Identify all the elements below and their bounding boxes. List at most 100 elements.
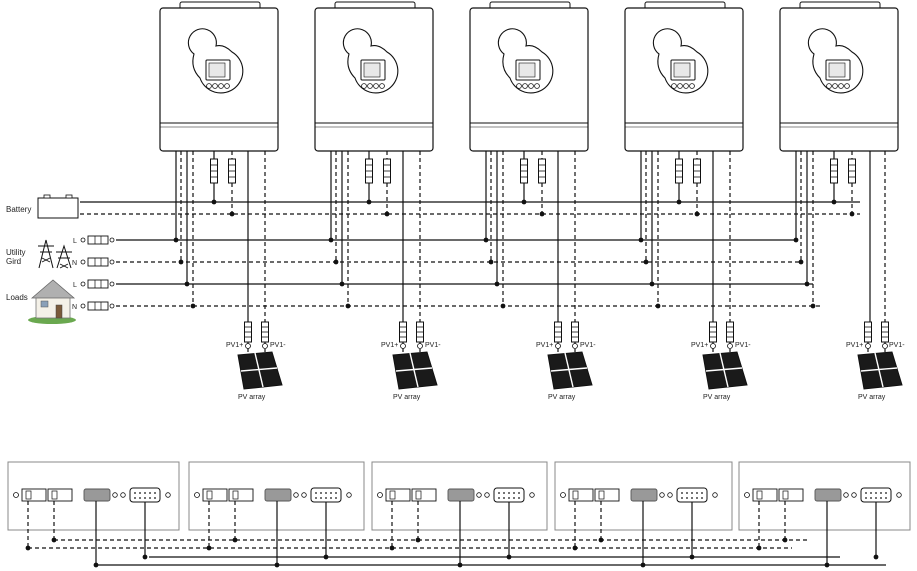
pv-connector <box>245 343 251 349</box>
pylon-brace <box>59 263 69 269</box>
screw <box>712 492 718 498</box>
breaker-body <box>87 257 109 267</box>
junction-dot <box>598 537 604 543</box>
breaker-terminal <box>109 237 115 243</box>
circuit-breaker <box>80 235 115 245</box>
db-pin <box>691 492 693 494</box>
inverter-3 <box>469 1 589 322</box>
battery-terminal <box>65 194 73 199</box>
db-pin <box>518 497 520 499</box>
rj-port-inner <box>572 490 579 500</box>
db-pin <box>330 497 332 499</box>
pylon-frame <box>56 244 72 269</box>
pv-connector <box>710 343 716 349</box>
panel-button <box>367 83 373 89</box>
rj-port <box>594 488 620 502</box>
junction-dot <box>756 545 762 551</box>
rj-port <box>21 488 47 502</box>
junction-dot <box>173 237 179 243</box>
db-pin <box>139 492 141 494</box>
rj-port-inner <box>756 490 763 500</box>
lcd-display <box>673 62 691 78</box>
rj-port <box>385 488 411 502</box>
rj-port-inner <box>206 490 213 500</box>
screw <box>165 492 171 498</box>
junction-dot <box>640 562 646 568</box>
junction-dot <box>206 545 212 551</box>
db-pin <box>154 497 156 499</box>
junction-dot <box>274 562 280 568</box>
panel-button <box>844 83 850 89</box>
battery-fuse <box>228 158 236 184</box>
junction-dot <box>831 199 837 205</box>
rj-port <box>568 488 594 502</box>
db9-port-gray <box>814 488 842 502</box>
communication-wiring <box>7 461 911 568</box>
junction-dot <box>229 211 235 217</box>
db-pin <box>513 492 515 494</box>
screw <box>529 492 535 498</box>
db-pin <box>696 497 698 499</box>
junction-dot <box>798 259 804 265</box>
junction-dot <box>810 303 816 309</box>
pv-fuse <box>399 321 407 343</box>
pv-fuse <box>709 321 717 343</box>
screw <box>476 492 482 498</box>
junction-dot <box>483 237 489 243</box>
junction-dot <box>643 259 649 265</box>
db-pin <box>681 497 683 499</box>
db-pin <box>154 492 156 494</box>
db-pin <box>149 497 151 499</box>
rj-port <box>752 488 778 502</box>
pv-plus-label: PV1+ <box>226 342 243 349</box>
pv-array-5 <box>857 321 903 390</box>
screw <box>112 492 118 498</box>
db-pin <box>696 492 698 494</box>
screw <box>744 492 750 498</box>
screw <box>13 492 19 498</box>
db-pin <box>885 497 887 499</box>
junction-dot <box>328 237 334 243</box>
pv-array-1 <box>237 321 283 390</box>
db-pin <box>320 492 322 494</box>
junction-dot <box>457 562 463 568</box>
db-pin <box>325 497 327 499</box>
junction-dot <box>793 237 799 243</box>
junction-dot <box>232 537 238 543</box>
breaker-body <box>87 279 109 289</box>
solar-panel-icon <box>237 351 283 390</box>
battery-fuse <box>693 158 701 184</box>
breaker-terminal <box>80 237 86 243</box>
breaker-terminal <box>80 259 86 265</box>
panel-button <box>838 83 844 89</box>
comm-panel-1 <box>7 461 180 531</box>
pv-labels-4: PV1+ PV1- PV array <box>691 342 751 401</box>
rj-port-inner <box>232 490 239 500</box>
solar-panel-icon <box>392 351 438 390</box>
pv-connector <box>555 343 561 349</box>
db-pin <box>498 492 500 494</box>
screw <box>843 492 849 498</box>
db-pin <box>503 497 505 499</box>
junction-dot <box>488 259 494 265</box>
db-pin <box>139 497 141 499</box>
pv-minus-label: PV1- <box>580 342 596 349</box>
rj-port <box>202 488 228 502</box>
junction-dot <box>211 199 217 205</box>
utility-label-line1: Utility <box>6 248 26 257</box>
pv-connector <box>417 343 423 349</box>
junction-dot <box>339 281 345 287</box>
source-devices <box>28 194 115 324</box>
pv-array-3 <box>547 321 593 390</box>
rj-port-inner <box>25 490 32 500</box>
battery-fuse <box>538 158 546 184</box>
junction-dot <box>51 537 57 543</box>
db-pin <box>885 492 887 494</box>
junction-dot <box>142 554 148 560</box>
db9-port-gray <box>264 488 292 502</box>
db-pin <box>320 497 322 499</box>
pv-connector <box>727 343 733 349</box>
db15-port <box>676 487 708 503</box>
panel-button <box>689 83 695 89</box>
junction-dot <box>804 281 810 287</box>
